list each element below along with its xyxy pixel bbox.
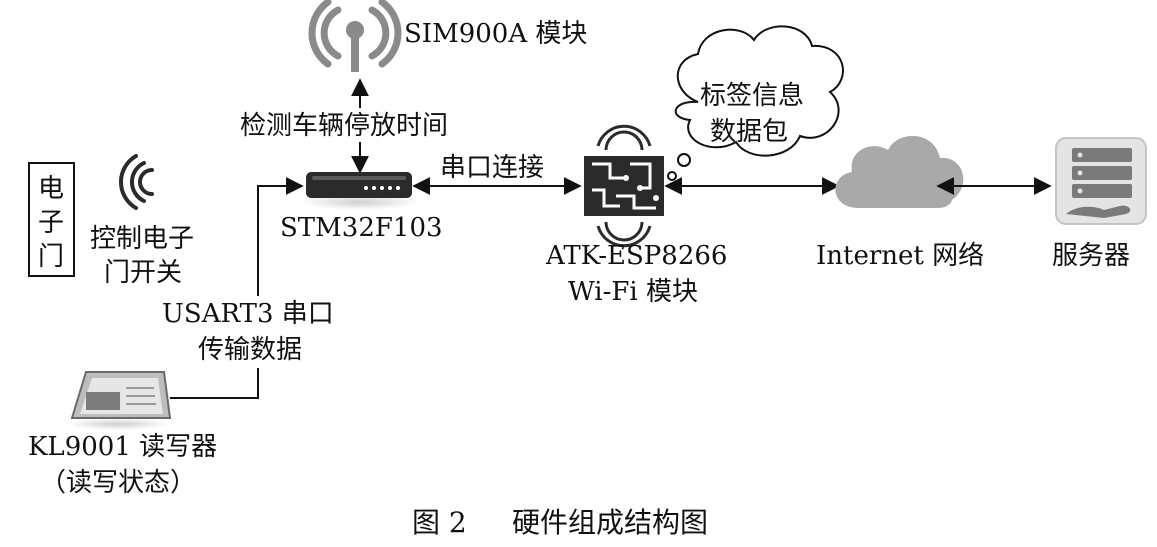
usart-label-1: USART3 串口 xyxy=(162,299,334,329)
usart-link-line xyxy=(170,177,304,399)
door-char-3: 门 xyxy=(38,242,64,272)
circuit-chip-icon xyxy=(584,124,664,248)
electronic-door-box xyxy=(28,162,75,277)
card-reader-icon xyxy=(66,371,172,430)
esp8266-label-2: Wi-Fi 模块 xyxy=(568,277,698,307)
sim900a-label: SIM900A 模块 xyxy=(404,19,587,49)
server-icon xyxy=(1055,137,1147,225)
tag-packet-label-2: 数据包 xyxy=(710,117,788,147)
serial-connect-label: 串口连接 xyxy=(440,153,544,183)
internet-label: Internet 网络 xyxy=(816,241,984,271)
figure-number: 图 2 xyxy=(412,506,467,539)
router-icon xyxy=(300,172,420,210)
reader-label-1: KL9001 读写器 xyxy=(28,432,217,462)
door-char-1: 电 xyxy=(38,174,64,204)
server-label: 服务器 xyxy=(1052,241,1130,271)
cloud-icon xyxy=(835,135,964,208)
detect-parking-label: 检测车辆停放时间 xyxy=(240,111,448,141)
tag-packet-callout xyxy=(667,25,844,181)
door-control-label-2: 门开关 xyxy=(104,258,182,288)
figure-title: 硬件组成结构图 xyxy=(512,506,708,539)
stm32-label: STM32F103 xyxy=(280,213,443,243)
usart-label-2: 传输数据 xyxy=(198,335,302,365)
door-char-2: 子 xyxy=(38,208,64,238)
door-control-label-1: 控制电子 xyxy=(90,224,194,254)
tag-packet-label-1: 标签信息 xyxy=(700,81,804,111)
esp8266-label-1: ATK-ESP8266 xyxy=(545,241,727,271)
reader-label-2: （读写状态） xyxy=(40,468,196,498)
wireless-waves-icon xyxy=(118,154,154,210)
antenna-icon xyxy=(308,0,402,72)
